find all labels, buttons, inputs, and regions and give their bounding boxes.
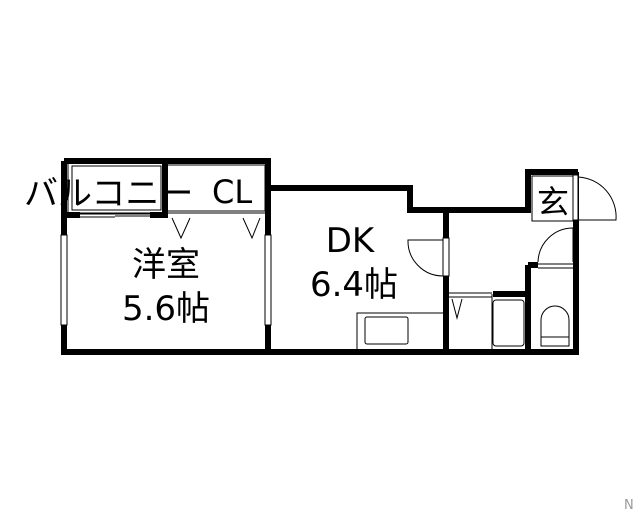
entrance-label: 玄	[537, 183, 569, 221]
western-room-size: 5.6帖	[122, 289, 210, 329]
compass-north-label: N	[624, 498, 634, 512]
dk-size: 6.4帖	[310, 265, 398, 305]
dk-name: DK	[326, 221, 376, 261]
balcony-label: バルコニー	[24, 174, 193, 214]
walls	[60, 158, 617, 355]
western-room-name: 洋室	[132, 245, 200, 285]
closet-label: CL	[212, 173, 252, 211]
